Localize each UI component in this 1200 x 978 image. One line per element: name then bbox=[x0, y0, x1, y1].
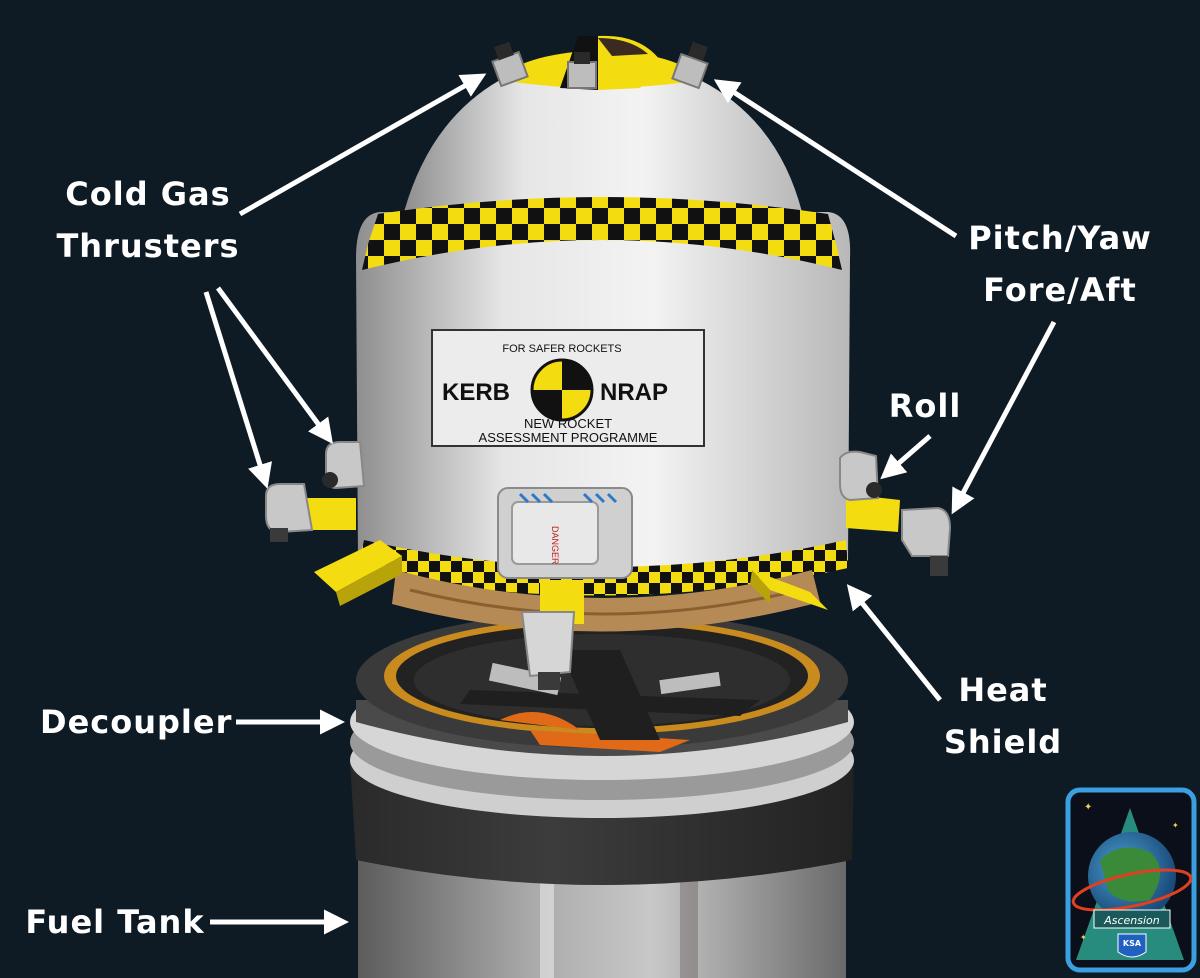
placard-left: KERB bbox=[442, 379, 510, 406]
warning-tag: DANGER bbox=[550, 526, 560, 565]
star-icon: ✦ bbox=[1080, 933, 1087, 942]
arrow-cold-gas-low-2 bbox=[215, 286, 333, 445]
star-icon: ✦ bbox=[1172, 821, 1179, 830]
arrow-cold-gas-top bbox=[238, 73, 487, 217]
agency-badge: Ascension KSA ✦ ✦ ✦ bbox=[1065, 787, 1197, 973]
label-roll: Roll bbox=[880, 380, 970, 432]
thruster-pods bbox=[265, 41, 952, 690]
label-fuel-tank-text: Fuel Tank bbox=[25, 903, 205, 941]
label-fuel-tank: Fuel Tank bbox=[22, 896, 208, 948]
arrow-pitch-yaw-low bbox=[951, 320, 1057, 515]
callout-arrows bbox=[203, 73, 1057, 935]
badge-banner: Ascension bbox=[1103, 914, 1160, 927]
label-heat-shield-line1: Heat bbox=[958, 671, 1048, 709]
placard-line2: ASSESSMENT PROGRAMME bbox=[479, 430, 658, 445]
badge-shield: KSA bbox=[1123, 939, 1142, 948]
arrow-heat-shield bbox=[846, 584, 942, 702]
label-decoupler-text: Decoupler bbox=[40, 703, 233, 741]
label-heat-shield-line2: Shield bbox=[943, 723, 1063, 761]
label-pitch-yaw-line1: Pitch/Yaw bbox=[968, 219, 1152, 257]
hatch-panel: DANGER bbox=[497, 487, 633, 579]
placard: KERB NRAP FOR SAFER ROCKETS NEW ROCKET A… bbox=[431, 329, 705, 447]
placard-line1: NEW ROCKET bbox=[524, 416, 612, 431]
label-roll-text: Roll bbox=[888, 387, 962, 425]
arrow-pitch-yaw-top bbox=[713, 79, 958, 239]
label-pitch-yaw-fore-aft: Pitch/Yaw Fore/Aft bbox=[950, 212, 1170, 316]
arrow-roll bbox=[880, 434, 932, 480]
decoupler bbox=[350, 612, 854, 885]
label-cold-gas-line2: Thrusters bbox=[56, 227, 240, 265]
label-heat-shield: Heat Shield bbox=[938, 664, 1068, 768]
placard-right: NRAP bbox=[600, 379, 668, 406]
label-cold-gas-thrusters: Cold Gas Thrusters bbox=[48, 168, 248, 272]
placard-arc: FOR SAFER ROCKETS bbox=[502, 343, 621, 355]
star-icon: ✦ bbox=[1084, 802, 1092, 813]
label-pitch-yaw-line2: Fore/Aft bbox=[983, 271, 1137, 309]
label-decoupler: Decoupler bbox=[40, 696, 233, 748]
arrow-cold-gas-low-1 bbox=[203, 291, 272, 489]
label-cold-gas-line1: Cold Gas bbox=[65, 175, 231, 213]
